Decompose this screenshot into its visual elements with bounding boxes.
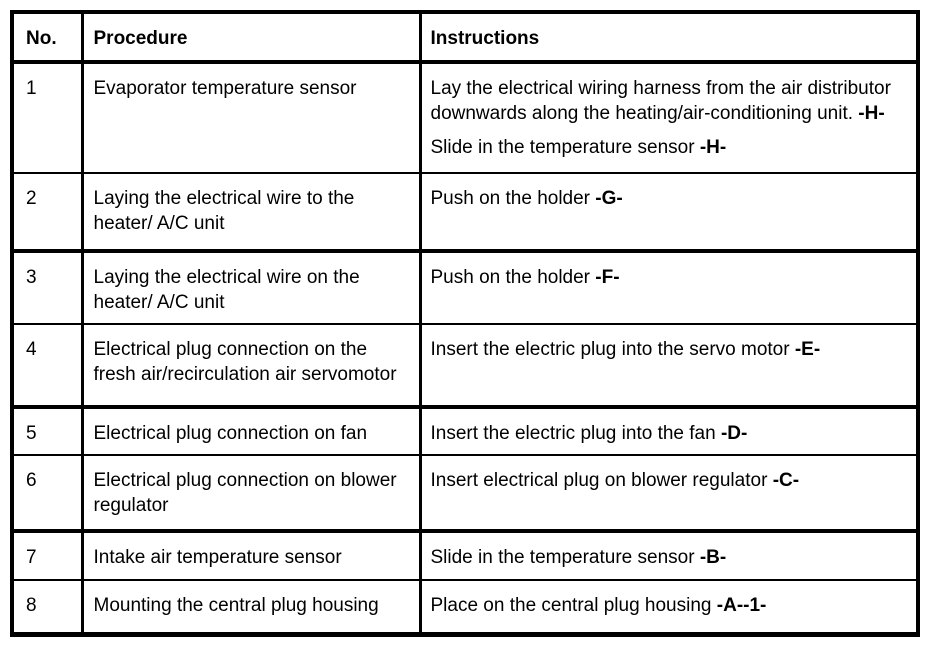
- table-head: No. Procedure Instructions: [12, 12, 918, 64]
- instruction-paragraph: Slide in the temperature sensor -H-: [431, 135, 911, 160]
- instructions-cell: Slide in the temperature sensor -B-: [420, 529, 918, 580]
- position-marker: -H-: [858, 103, 885, 124]
- instruction-text: Push on the holder: [430, 267, 596, 288]
- procedure-cell: Electrical plug connection on blower reg…: [82, 454, 422, 531]
- instruction-text: Insert electrical plug on blower regulat…: [430, 470, 773, 491]
- instruction-text: Insert the electric plug into the fan: [430, 423, 721, 444]
- instructions-cell: Insert the electric plug into the servo …: [420, 323, 918, 407]
- header-procedure: Procedure: [82, 12, 422, 64]
- instruction-paragraph: Insert the electric plug into the fan -D…: [431, 421, 911, 446]
- header-no: No.: [12, 12, 84, 64]
- instruction-text: Slide in the temperature sensor: [430, 137, 700, 158]
- position-marker: -C-: [772, 470, 800, 491]
- table-header-row: No. Procedure Instructions: [12, 12, 918, 64]
- position-marker: -A--1-: [716, 595, 767, 616]
- instruction-paragraph: Slide in the temperature sensor -B-: [431, 545, 911, 570]
- instructions-cell: Push on the holder -F-: [420, 249, 918, 324]
- procedure-cell: Evaporator temperature sensor: [82, 62, 422, 173]
- row-number-cell: 7: [12, 529, 84, 580]
- instruction-paragraph: Lay the electrical wiring harness from t…: [431, 76, 911, 126]
- position-marker: -H-: [699, 137, 727, 158]
- instruction-paragraph: Insert the electric plug into the servo …: [431, 337, 911, 362]
- instruction-text: Insert the electric plug into the servo …: [430, 339, 795, 360]
- instruction-paragraph: Push on the holder -F-: [431, 265, 911, 290]
- position-marker: -B-: [699, 547, 727, 568]
- instruction-text: Lay the electrical wiring harness from t…: [430, 78, 891, 124]
- procedure-cell: Electrical plug connection on fan: [82, 405, 422, 455]
- instructions-cell: Lay the electrical wiring harness from t…: [420, 62, 918, 173]
- position-marker: -E-: [794, 339, 821, 360]
- procedure-cell: Laying the electrical wire to the heater…: [82, 172, 422, 251]
- instructions-cell: Push on the holder -G-: [420, 172, 918, 251]
- position-marker: -D-: [720, 423, 748, 444]
- row-number-cell: 8: [12, 579, 84, 634]
- row-number-cell: 2: [12, 172, 84, 251]
- position-marker: -F-: [595, 267, 620, 288]
- instruction-paragraph: Insert electrical plug on blower regulat…: [431, 468, 911, 493]
- procedure-cell: Electrical plug connection on the fresh …: [82, 323, 422, 407]
- instruction-text: Slide in the temperature sensor: [430, 547, 700, 568]
- header-instructions: Instructions: [420, 12, 918, 64]
- instructions-cell: Insert electrical plug on blower regulat…: [420, 454, 918, 531]
- instruction-paragraph: Push on the holder -G-: [431, 186, 911, 211]
- procedure-cell: Mounting the central plug housing: [82, 579, 422, 634]
- row-number-cell: 1: [12, 62, 84, 173]
- procedure-cell: Laying the electrical wire on the heater…: [82, 249, 422, 324]
- procedure-cell: Intake air temperature sensor: [82, 529, 422, 580]
- row-number-cell: 3: [12, 249, 84, 324]
- position-marker: -G-: [595, 188, 623, 209]
- instruction-text: Push on the holder: [430, 188, 596, 209]
- instructions-cell: Place on the central plug housing -A--1-: [420, 579, 918, 634]
- row-number-cell: 5: [12, 405, 84, 455]
- instruction-text: Place on the central plug housing: [430, 595, 717, 616]
- row-number-cell: 6: [12, 454, 84, 531]
- instructions-cell: Insert the electric plug into the fan -D…: [420, 405, 918, 455]
- row-number-cell: 4: [12, 323, 84, 407]
- instruction-paragraph: Place on the central plug housing -A--1-: [431, 593, 911, 618]
